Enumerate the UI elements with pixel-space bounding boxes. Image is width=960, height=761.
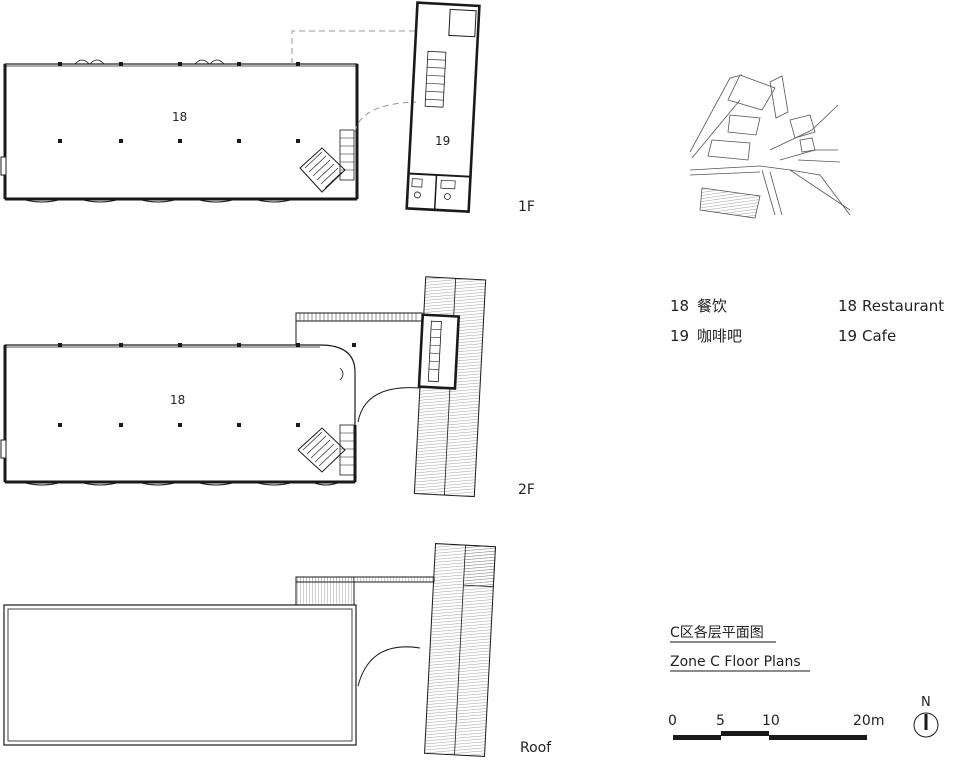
title-en: Zone C Floor Plans [670,654,801,670]
cafe-1f [405,1,481,214]
room-label-1f-18: 18 [172,110,187,124]
legend: 18 餐饮 19 咖啡吧 18 Restaurant 19 Cafe [670,297,944,345]
scale-tick-0: 0 [668,713,677,729]
scale-bar: 0 5 10 20m [668,713,884,740]
legend-en-18: Restaurant [862,297,944,315]
plan-1f [0,1,481,214]
legend-en-19: Cafe [862,327,896,345]
plan-roof [3,543,496,757]
legend-cn-18: 餐饮 [697,297,727,315]
plan-2f [0,276,487,498]
legend-cn-19: 咖啡吧 [697,327,742,345]
drawing-title: C区各层平面图 Zone C Floor Plans [670,625,810,672]
floor-label-roof: Roof [520,740,552,756]
cafe-roof-2f [413,276,487,498]
hall-2f [0,312,423,486]
hall-1f [0,59,359,203]
scale-tick-20m: 20m [853,713,884,729]
scale-tick-5: 5 [716,713,725,729]
legend-number-18-en: 18 [838,297,857,315]
covered-link-1f [291,30,417,133]
room-label-2f-18: 18 [170,393,185,407]
floor-label-2f: 2F [518,482,535,498]
site-plan [689,74,851,219]
room-label-1f-19: 19 [435,134,450,148]
floor-label-1f: 1F [518,199,535,215]
legend-number-19-en: 19 [838,327,857,345]
north-label: N [921,695,931,710]
title-cn: C区各层平面图 [670,625,764,641]
scale-tick-10: 10 [762,713,780,729]
legend-number-18-cn: 18 [670,297,689,315]
legend-number-19-cn: 19 [670,327,689,345]
north-arrow: N [913,695,939,738]
